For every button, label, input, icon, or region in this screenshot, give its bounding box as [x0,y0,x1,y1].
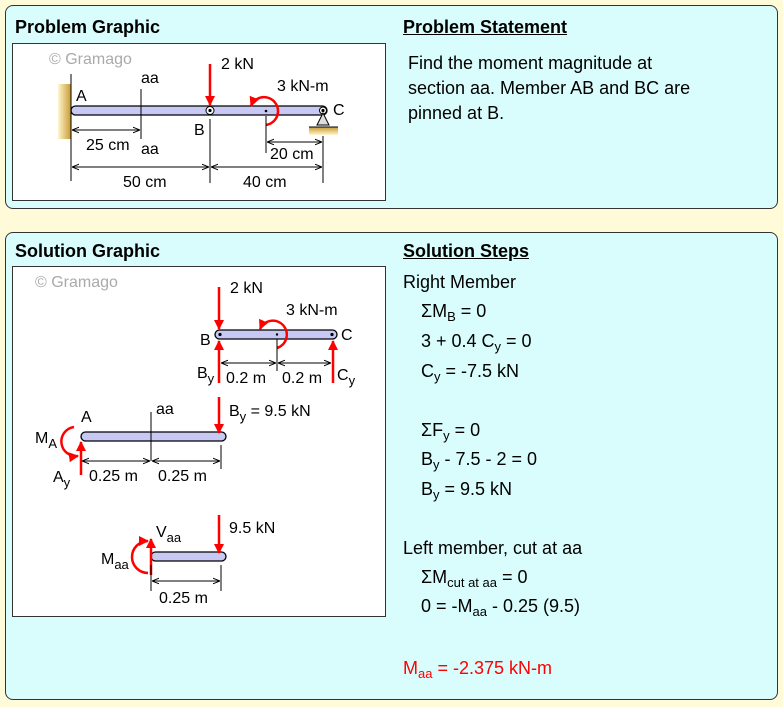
step-moment-eq: 3 + 0.4 Cy = 0 [421,331,532,354]
diagram-label: By = 9.5 kN [229,403,311,424]
step-sum-mb: ΣMB = 0 [421,301,487,324]
diagram-label: y [64,475,71,490]
beam [70,105,328,116]
diagram-label: aa [114,557,129,572]
fixed-wall [58,84,71,139]
diagram-label: V [156,524,167,541]
diagram-mark [321,108,325,113]
diagram-label: C [337,367,349,384]
solution-diagram: © Gramago 2 kN 3 kN-m B C By Cy 0.2 m 0.… [35,274,356,607]
cut-member [150,551,227,562]
diagram-label: M [101,551,114,568]
diagram-mark [330,332,334,337]
diagram-label: B [194,122,205,139]
diagram-mark [258,318,289,350]
problem-graphic-title: Problem Graphic [15,17,161,37]
step-maa-eq: 0 = -Maa - 0.25 (9.5) [421,596,581,619]
diagram-label: C [333,102,345,119]
solution-graphic-title: Solution Graphic [15,241,161,261]
diagram-label: 0.25 m [158,468,207,485]
diagram-label: aa [141,141,159,158]
step-force-eq: By - 7.5 - 2 = 0 [421,449,538,472]
diagram-label: B [229,403,240,420]
diagram-label: Maa [101,551,130,572]
problem-statement-title: Problem Statement [403,17,568,37]
diagram-label: 9.5 kN [229,520,275,537]
step-sum-fy: ΣFy = 0 [421,420,481,443]
diagram-label: M [35,430,48,447]
diagram-label: 50 cm [123,174,167,191]
diagram-label: aa [167,530,182,545]
diagram-mark [60,425,79,463]
diagram-label: 0.25 m [89,468,138,485]
pin-support [316,111,330,126]
diagram-mark [309,127,338,135]
step-sum-mcut: ΣMcut at aa = 0 [421,567,528,590]
diagram-label: 40 cm [243,174,287,191]
diagram-label: 0.2 m [226,370,266,387]
diagram-label: aa [141,70,159,87]
diagram-label: y [240,409,247,424]
diagram-mark [218,332,222,337]
diagram-label: 2 kN [230,280,263,297]
problem-statement-line: Find the moment magnitude at [408,53,653,73]
diagram-label: © Gramago [35,274,118,291]
diagram-label: B [197,365,208,382]
right-member-heading: Right Member [403,272,517,292]
solution-steps-title: Solution Steps [403,241,529,261]
diagram-label: MA [35,430,57,451]
step-cy: Cy = -7.5 kN [421,361,520,384]
watermark: © Gramago [49,51,132,68]
diagram-label: y [349,373,356,388]
step-by: By = 9.5 kN [421,479,513,502]
left-member [80,431,227,442]
solution-graphic: © Gramago 2 kN 3 kN-m B C By Cy 0.2 m 0.… [12,266,386,617]
diagram-label: aa [156,401,174,418]
diagram-label: 0.2 m [282,370,322,387]
diagram-label: Vaa [156,524,182,545]
diagram-label: A [53,469,64,486]
diagram-label: A [81,409,92,426]
diagram-label: y [208,371,215,386]
problem-statement-line: pinned at B. [408,103,505,123]
diagram-label: A [76,88,87,105]
diagram-label: 2 kN [221,56,254,73]
diagram-label: 3 kN-m [277,78,329,95]
moment-arrow [249,95,280,127]
answer: Maa = -2.375 kN-m [403,658,553,681]
diagram-label: Cy [337,367,356,388]
diagram-mark [130,536,149,575]
problem-statement-line: section aa. Member AB and BC are [408,78,691,98]
diagram-label: By [197,365,215,386]
diagram-mark [208,108,212,113]
problem-graphic: © Gramago aa aa A B 2 kN 3 kN-m C 25 cm … [12,43,386,201]
problem-diagram: © Gramago aa aa A B 2 kN 3 kN-m C 25 cm … [49,51,345,191]
diagram-label: 20 cm [270,146,314,163]
diagram-label: = 9.5 kN [246,403,310,420]
diagram-label: Ay [53,469,71,490]
diagram-label: 0.25 m [159,590,208,607]
diagram-label: 3 kN-m [286,302,338,319]
diagram-mark [264,109,268,113]
left-member-heading: Left member, cut at aa [403,538,583,558]
diagram-label: C [341,327,353,344]
diagram-label: B [200,332,211,349]
diagram-mark [275,333,279,336]
diagram-label: 25 cm [86,137,130,154]
diagram-label: A [48,436,57,451]
